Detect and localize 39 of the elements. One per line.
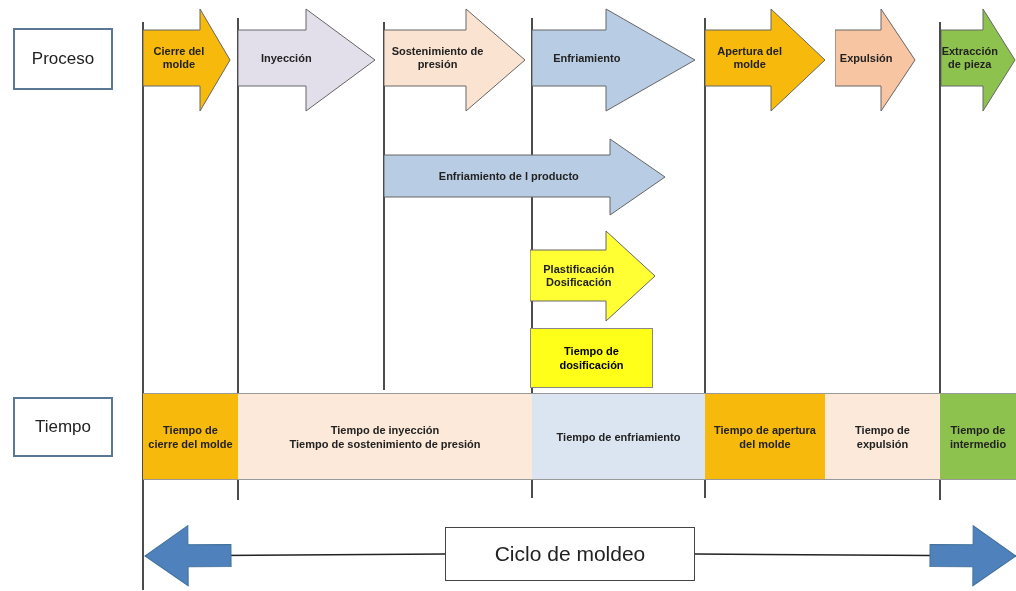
box-label: Tiempo [34, 417, 92, 437]
row-heading-box [13, 28, 113, 90]
time-cell [238, 393, 532, 480]
process-step-block [384, 138, 666, 216]
cell-text: Tiempo de expulsión [854, 422, 911, 451]
arrow-label: Apertura del molde [716, 45, 783, 71]
cell-text: Tiempo de cierre del molde [147, 422, 234, 451]
time-cell [940, 393, 1016, 480]
time-cell [825, 393, 940, 480]
process-step-block [238, 8, 376, 112]
process-step-block [835, 8, 916, 112]
process-step-block [530, 230, 656, 322]
time-cell [705, 393, 825, 480]
process-step-block [384, 8, 526, 112]
box-label: Ciclo de moldeo [494, 542, 646, 566]
arrow-label: Enfriamiento de l producto [438, 169, 579, 183]
cell-text: Tiempo de inyección [330, 422, 440, 437]
process-step-block [941, 8, 1016, 112]
time-box [530, 328, 653, 388]
time-cell [143, 393, 238, 480]
cell-text: Tiempo de apertura del molde [713, 422, 817, 451]
process-step-block [532, 8, 696, 112]
row-heading-box [445, 527, 695, 581]
process-step-block [705, 8, 826, 112]
arrow-label: Inyección [260, 51, 312, 65]
arrow-label: Sostenimiento de presión [390, 45, 485, 71]
box-label: Tiempo de dosificación [558, 344, 625, 372]
box-label: Proceso [31, 49, 95, 69]
row-heading-box [13, 397, 113, 457]
process-step-block [143, 8, 231, 112]
arrow-label: Expulsión [839, 51, 893, 65]
cell-text: Tiempo de intermedio [948, 422, 1008, 451]
time-cell [532, 393, 705, 480]
arrow-label: Enfriamiento [553, 51, 621, 65]
arrow-label: Cierre del molde [152, 45, 206, 71]
cell-text: Tiempo de enfriamiento [556, 429, 681, 444]
cell-text: Tiempo de sostenimiento de presión [289, 436, 481, 451]
arrow-label: Extracción de pieza [941, 45, 998, 71]
arrow-label: Plastificación Dosificación [542, 262, 616, 289]
